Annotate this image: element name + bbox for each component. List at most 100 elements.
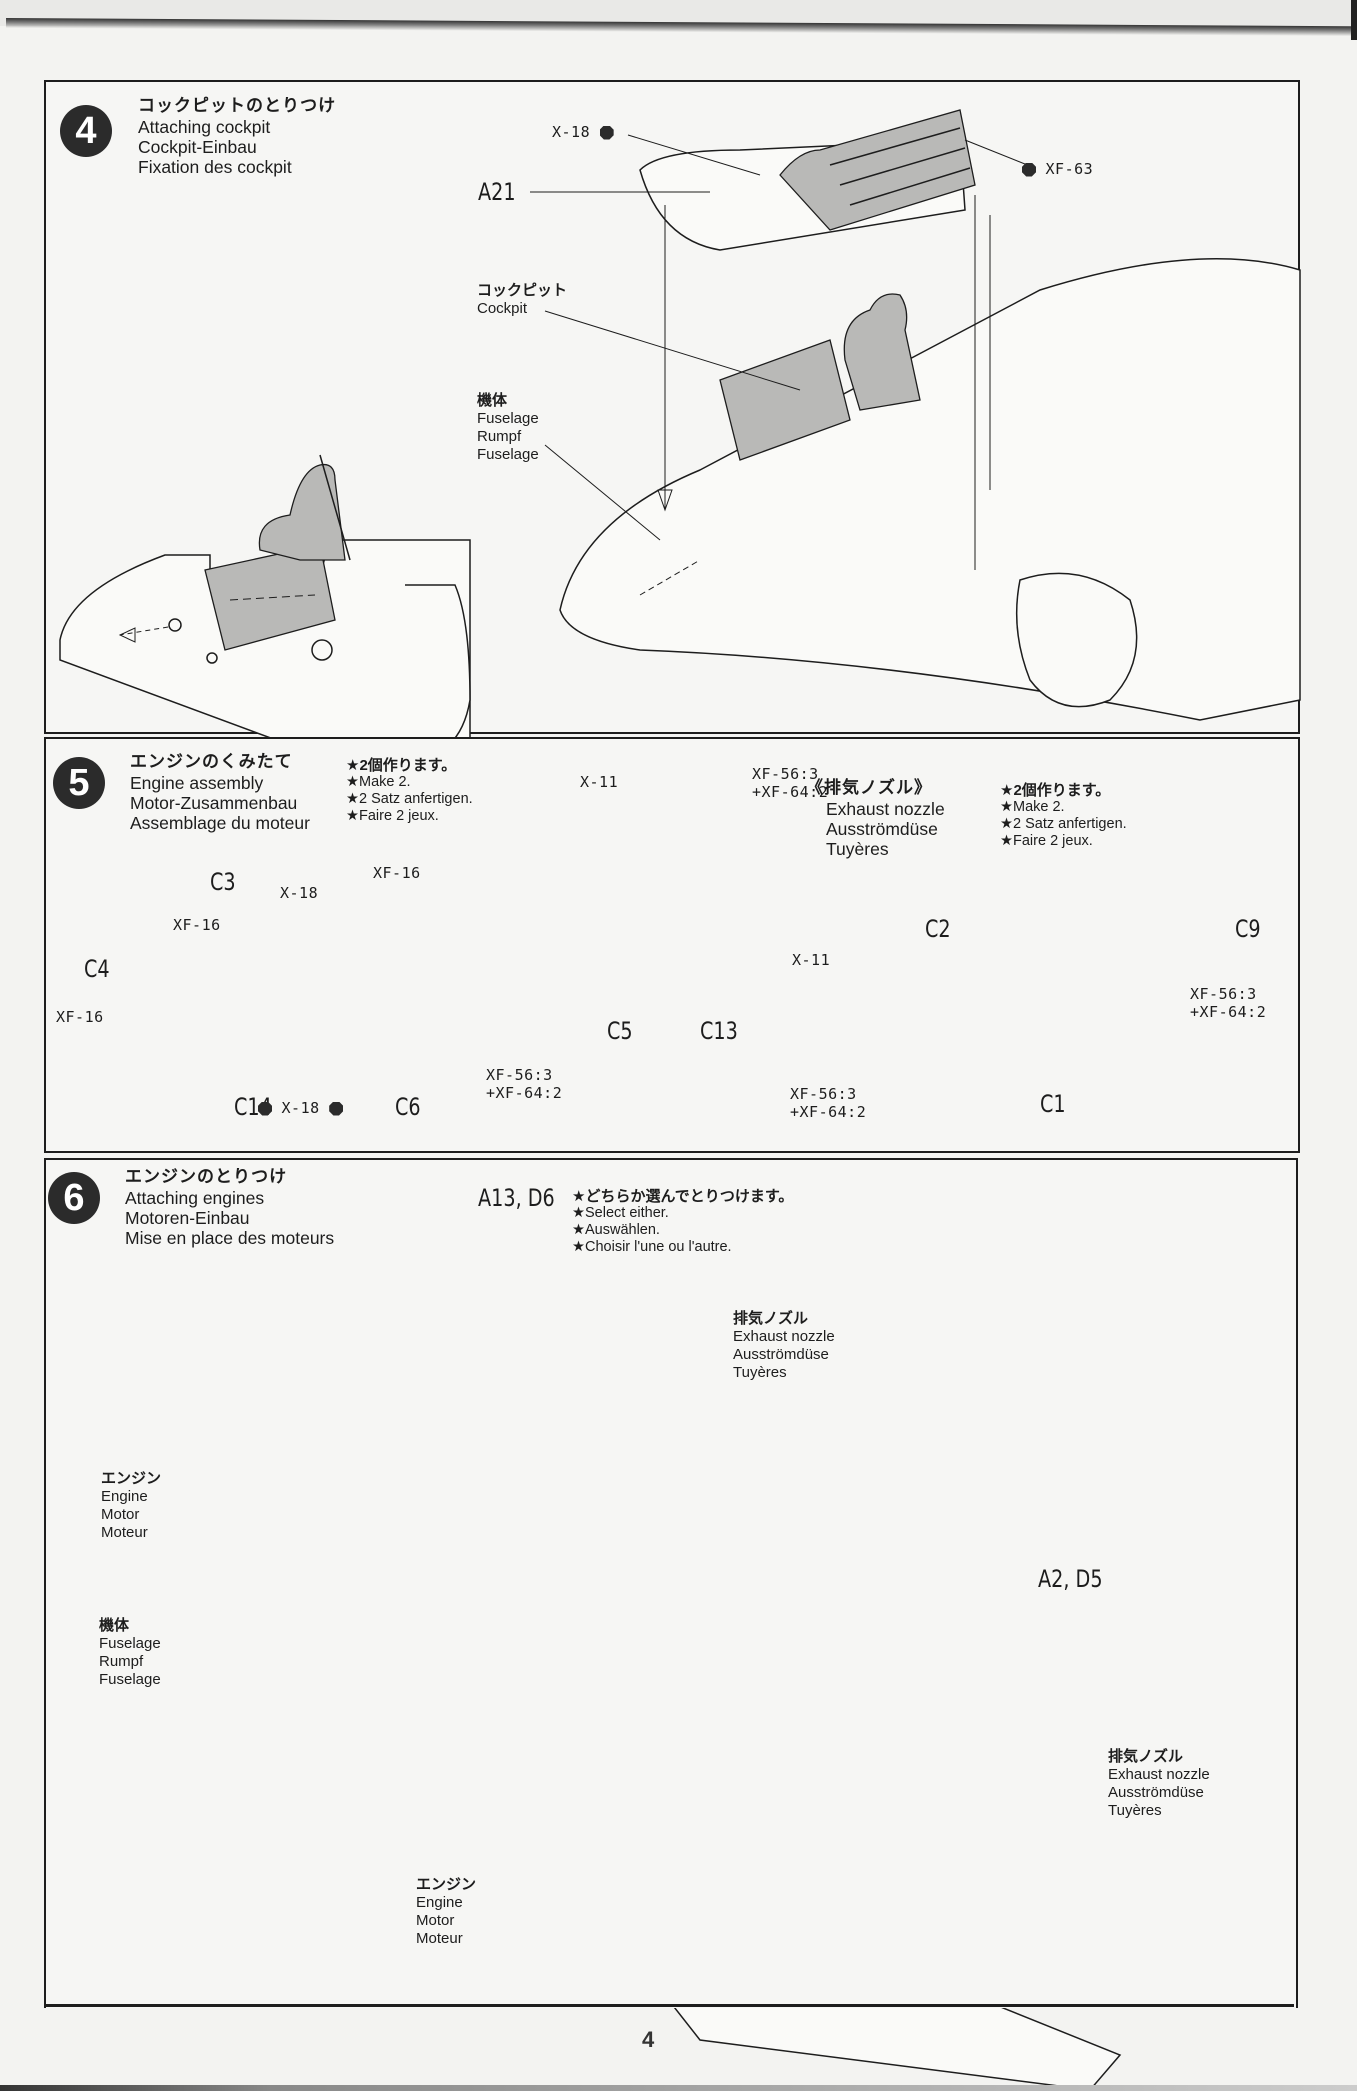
step-title-de: Cockpit-Einbau <box>138 137 257 157</box>
fuselage-outline <box>559 258 1301 721</box>
callout-exhaust-nozzle: 排気ノズル Exhaust nozzle Ausströmdüse Tuyère… <box>733 1310 835 1382</box>
pilot-figure <box>843 293 921 411</box>
leader-x18 <box>627 134 761 176</box>
callout-line: Cockpit <box>477 300 528 317</box>
paint-label: XF-16 <box>56 1008 104 1026</box>
paint-label: X-18 <box>280 884 319 902</box>
step-number-badge: 4 <box>60 105 112 157</box>
note-jp: ★2個作ります。 <box>346 757 457 774</box>
part-label: C9 <box>1235 915 1261 943</box>
step-4-title: コックピットのとりつけ Attaching cockpit Cockpit-Ei… <box>138 96 336 177</box>
callout-line: Exhaust nozzle <box>1108 1766 1210 1783</box>
step-number-badge: 5 <box>53 757 105 809</box>
paint-code: X-18 <box>552 123 591 141</box>
step-title-jp: コックピットのとりつけ <box>138 96 337 115</box>
callout-jp: コックピット <box>477 282 568 299</box>
paint-label: X-18 <box>552 123 614 141</box>
callout-engine: エンジン Engine Motor Moteur <box>416 1876 476 1948</box>
part-label: A21 <box>478 178 516 206</box>
callout-line: Fuselage <box>99 1671 161 1688</box>
part-label: C1 <box>1040 1090 1066 1118</box>
cockpit-tub <box>719 339 851 461</box>
paint-mix-line: XF-56:3 <box>486 1066 553 1084</box>
callout-line: Rumpf <box>477 428 522 445</box>
callout-line: Tuyères <box>1108 1802 1162 1819</box>
callout-jp: 排気ノズル <box>1108 1748 1184 1765</box>
part-label: A13, D6 <box>478 1184 555 1212</box>
callout-jp: エンジン <box>416 1876 477 1893</box>
subtitle-de: Ausströmdüse <box>826 819 938 839</box>
callout-line: Fuselage <box>477 446 539 463</box>
step4-main-illustration <box>559 109 1301 721</box>
callout-line: Motor <box>416 1912 455 1929</box>
step-title-de: Motoren-Einbau <box>125 1208 250 1228</box>
note-fr: ★Faire 2 jeux. <box>1000 833 1093 849</box>
paint-label: XF-63 <box>1022 160 1093 178</box>
callout-line: Fuselage <box>99 1635 161 1652</box>
leader-fuselage <box>544 444 661 541</box>
callout-line: Tuyères <box>733 1364 787 1381</box>
note-jp: ★どちらか選んでとりつけます。 <box>572 1188 794 1205</box>
nozzle-make-two-note: ★2個作ります。 ★Make 2. ★2 Satz anfertigen. ★F… <box>1000 782 1127 850</box>
step-title-en: Attaching cockpit <box>138 117 271 137</box>
part-label: C6 <box>395 1093 421 1121</box>
canopy-a21 <box>779 109 976 231</box>
paint-mix-label: XF-56:3 +XF-64:2 <box>790 1085 866 1121</box>
part-label: C5 <box>607 1017 633 1045</box>
callout-exhaust-nozzle: 排気ノズル Exhaust nozzle Ausströmdüse Tuyère… <box>1108 1748 1210 1820</box>
step-title-jp: エンジンのとりつけ <box>125 1167 288 1186</box>
note-en: ★Make 2. <box>346 774 411 790</box>
exhaust-nozzle-subtitle: 《排気ノズル》 Exhaust nozzle Ausströmdüse Tuyè… <box>806 778 945 859</box>
select-either-note: ★どちらか選んでとりつけます。 ★Select either. ★Auswähl… <box>572 1188 793 1256</box>
part-label: A2, D5 <box>1038 1565 1103 1593</box>
step-6-bottom-border <box>44 2004 1294 2007</box>
step-title-fr: Assemblage du moteur <box>130 813 310 833</box>
part-label: C2 <box>925 915 951 943</box>
subtitle-en: Exhaust nozzle <box>826 799 945 819</box>
paint-mix-line: XF-56:3 <box>752 765 819 783</box>
callout-line: Ausströmdüse <box>1108 1784 1204 1801</box>
part-label: C3 <box>210 868 236 896</box>
step-number-badge: 6 <box>48 1172 100 1224</box>
callout-line: Rumpf <box>99 1653 144 1670</box>
callout-line: Engine <box>416 1894 463 1911</box>
leader-cockpit <box>544 310 801 391</box>
part-label: C13 <box>700 1017 738 1045</box>
step-6-title: エンジンのとりつけ Attaching engines Motoren-Einb… <box>125 1167 334 1248</box>
paint-code: XF-63 <box>1045 160 1094 178</box>
step-title-fr: Mise en place des moteurs <box>125 1228 335 1248</box>
note-en: ★Select either. <box>572 1205 669 1221</box>
step-title-de: Motor-Zusammenbau <box>130 793 298 813</box>
make-two-note: ★2個作ります。 ★Make 2. ★2 Satz anfertigen. ★F… <box>346 757 473 825</box>
callout-line: Fuselage <box>477 410 539 427</box>
step-6-panel <box>44 1158 1298 2008</box>
note-fr: ★Faire 2 jeux. <box>346 808 439 824</box>
callout-line: Exhaust nozzle <box>733 1328 835 1345</box>
step-5-panel <box>44 737 1300 1153</box>
callout-cockpit: コックピット Cockpit <box>477 282 567 318</box>
paint-mix-line: +XF-64:2 <box>486 1084 563 1102</box>
callout-engine: エンジン Engine Motor Moteur <box>101 1470 161 1542</box>
note-en: ★Make 2. <box>1000 799 1065 815</box>
subtitle-jp: 《排気ノズル》 <box>806 778 932 797</box>
callout-fuselage: 機体 Fuselage Rumpf Fuselage <box>477 392 539 464</box>
paint-label: X-11 <box>792 951 831 969</box>
callout-line: Motor <box>101 1506 140 1523</box>
side-pilot-figure <box>258 463 346 561</box>
paint-mix-label: XF-56:3 +XF-64:2 <box>752 765 828 801</box>
page-right-edge <box>1351 0 1357 40</box>
callout-jp: 機体 <box>477 392 508 409</box>
step-title-jp: エンジンのくみたて <box>130 752 293 771</box>
paint-drop-icon <box>329 1101 344 1116</box>
note-fr: ★Choisir l'une ou l'autre. <box>572 1239 732 1255</box>
paint-label: XF-16 <box>373 864 421 882</box>
callout-line: Moteur <box>101 1524 148 1541</box>
paint-drop-icon <box>258 1101 272 1116</box>
paint-mix-label: XF-56:3 +XF-64:2 <box>1190 985 1266 1021</box>
paint-mix-line: XF-56:3 <box>1190 985 1257 1003</box>
page-number: 4 <box>642 2027 655 2052</box>
paint-mix-line: +XF-64:2 <box>1190 1003 1267 1021</box>
callout-jp: 機体 <box>99 1617 130 1634</box>
step-5-title: エンジンのくみたて Engine assembly Motor-Zusammen… <box>130 752 310 833</box>
paint-label: XF-16 <box>173 916 221 934</box>
